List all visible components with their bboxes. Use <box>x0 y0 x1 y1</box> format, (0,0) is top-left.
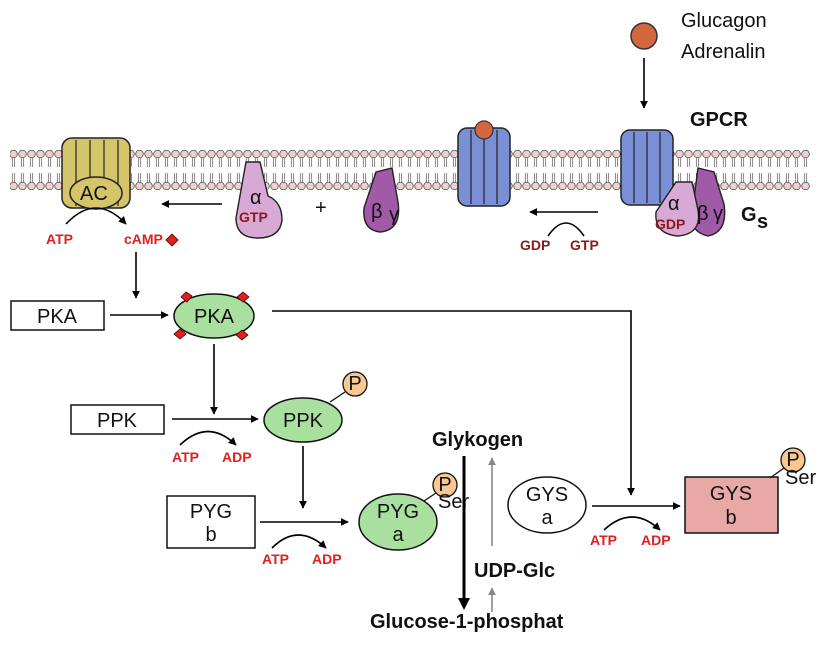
pyg-atp-label: ATP <box>262 551 289 567</box>
gs-label: G <box>741 204 757 226</box>
ppk-atp-label: ATP <box>172 449 199 465</box>
camp-label: cAMP <box>124 231 163 247</box>
ac-atp-label: ATP <box>46 231 73 247</box>
pka-inactive-box <box>10 300 105 331</box>
pyg-ser-label: Ser <box>438 491 469 513</box>
free-beta-gamma <box>363 167 400 233</box>
gys-phosphate <box>780 447 806 473</box>
exchange-gdp-label: GDP <box>520 237 550 253</box>
pyg-phosphate-label: P <box>438 474 451 496</box>
glycogen-label: Glykogen <box>432 429 523 451</box>
ligand-label-glucagon: Glucagon <box>681 10 767 32</box>
gs-beta-label: β <box>697 203 709 225</box>
gys-phosphate-label: P <box>786 449 799 471</box>
ligand-ball <box>630 22 658 50</box>
camp-icon <box>165 233 179 247</box>
gys-a-line2: a <box>541 507 553 529</box>
gpcr-receptor-active <box>620 129 674 206</box>
pyg-b-box <box>166 495 256 549</box>
ac-label: AC <box>80 183 108 205</box>
exchange-gtp-label: GTP <box>570 237 599 253</box>
gys-atp-label: ATP <box>590 532 617 548</box>
ligand-label-adrenalin: Adrenalin <box>681 41 766 63</box>
pyg-a-line1: PYG <box>377 501 419 523</box>
adenylate-cyclase <box>61 137 131 210</box>
g1p-label: Glucose-1-phosphat <box>370 611 564 633</box>
gs-gamma-label: γ <box>713 203 723 225</box>
gys-a-line1: GYS <box>526 484 568 506</box>
gys-ser-label: Ser <box>785 467 816 489</box>
ppk-adp-label: ADP <box>222 449 252 465</box>
plus-sign: + <box>315 197 327 219</box>
free-alpha-label: α <box>250 187 262 209</box>
pyg-adp-label: ADP <box>312 551 342 567</box>
free-alpha-gtp-label: GTP <box>239 209 268 225</box>
pka-inactive-label: PKA <box>37 306 78 328</box>
bound-ligand <box>474 120 494 140</box>
udp-glc-label: UDP-Glc <box>474 560 555 582</box>
pka-active-label: PKA <box>194 306 235 328</box>
gys-b-line1: GYS <box>710 483 752 505</box>
ppk-inactive-label: PPK <box>97 410 138 432</box>
ppk-inactive-box <box>70 404 165 435</box>
ppk-phosphate-label: P <box>348 373 361 395</box>
gpcr-receptor-bound <box>457 120 511 207</box>
pyg-a-line2: a <box>392 524 404 546</box>
free-beta-label: β <box>371 201 383 223</box>
pyg-b-line2: b <box>205 524 216 546</box>
gs-protein <box>655 167 726 237</box>
gys-b-box <box>684 476 779 534</box>
ppk-phosphate <box>342 371 368 397</box>
gys-adp-label: ADP <box>641 532 671 548</box>
ppk-active <box>263 397 343 443</box>
gys-a-active <box>507 476 587 534</box>
gs-alpha-label: α <box>668 193 680 215</box>
pyg-a-active <box>358 493 438 551</box>
gys-b-line2: b <box>725 507 736 529</box>
free-gamma-label: γ <box>389 204 399 226</box>
pyg-b-line1: PYG <box>190 501 232 523</box>
gs-gdp-label: GDP <box>655 216 685 232</box>
gs-subscript: s <box>757 211 768 233</box>
ppk-active-label: PPK <box>283 410 324 432</box>
pyg-phosphate <box>432 472 458 498</box>
gpcr-label: GPCR <box>690 109 748 131</box>
pka-active <box>173 291 255 341</box>
free-alpha-gtp <box>235 161 283 239</box>
